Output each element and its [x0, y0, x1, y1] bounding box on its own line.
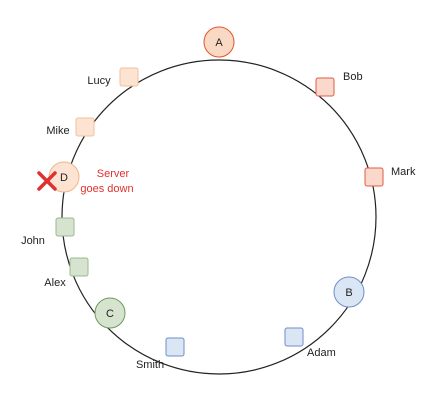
failure-note: Server goes down	[80, 168, 133, 195]
key-label: Bob	[343, 71, 363, 83]
key-node-john: John	[21, 217, 75, 247]
key-box	[55, 217, 75, 237]
key-box	[69, 257, 89, 277]
failure-note-line-2: goes down	[80, 183, 133, 195]
key-box	[75, 117, 95, 137]
failure-note-line-1: Server	[97, 168, 130, 180]
key-box	[165, 337, 185, 357]
key-label: Adam	[307, 347, 336, 359]
key-box	[284, 327, 304, 347]
server-label: D	[60, 172, 68, 184]
server-circle	[203, 26, 235, 58]
key-node-adam: Adam	[284, 327, 336, 359]
server-node-a: A	[203, 26, 235, 58]
server-label: C	[106, 308, 114, 320]
key-node-mike: Mike	[46, 117, 95, 137]
server-node-b: B	[333, 276, 365, 308]
key-node-alex: Alex	[44, 257, 89, 289]
server-circle	[94, 297, 126, 329]
key-label: Alex	[44, 277, 66, 289]
key-label: John	[21, 235, 45, 247]
key-label: Smith	[136, 359, 164, 371]
key-node-smith: Smith	[136, 337, 185, 371]
key-label: Mark	[391, 166, 416, 178]
server-label: B	[345, 287, 352, 299]
key-box	[364, 167, 384, 187]
hash-ring	[61, 59, 377, 375]
key-node-lucy: Lucy	[87, 67, 139, 87]
cross-mark-icon	[37, 171, 57, 191]
key-box	[315, 77, 335, 97]
server-node-c: C	[94, 297, 126, 329]
server-label: A	[215, 37, 223, 49]
key-node-bob: Bob	[315, 71, 363, 97]
key-box	[119, 67, 139, 87]
server-circle	[333, 276, 365, 308]
key-label: Mike	[46, 125, 69, 137]
key-label: Lucy	[87, 75, 111, 87]
key-node-mark: Mark	[364, 166, 416, 187]
